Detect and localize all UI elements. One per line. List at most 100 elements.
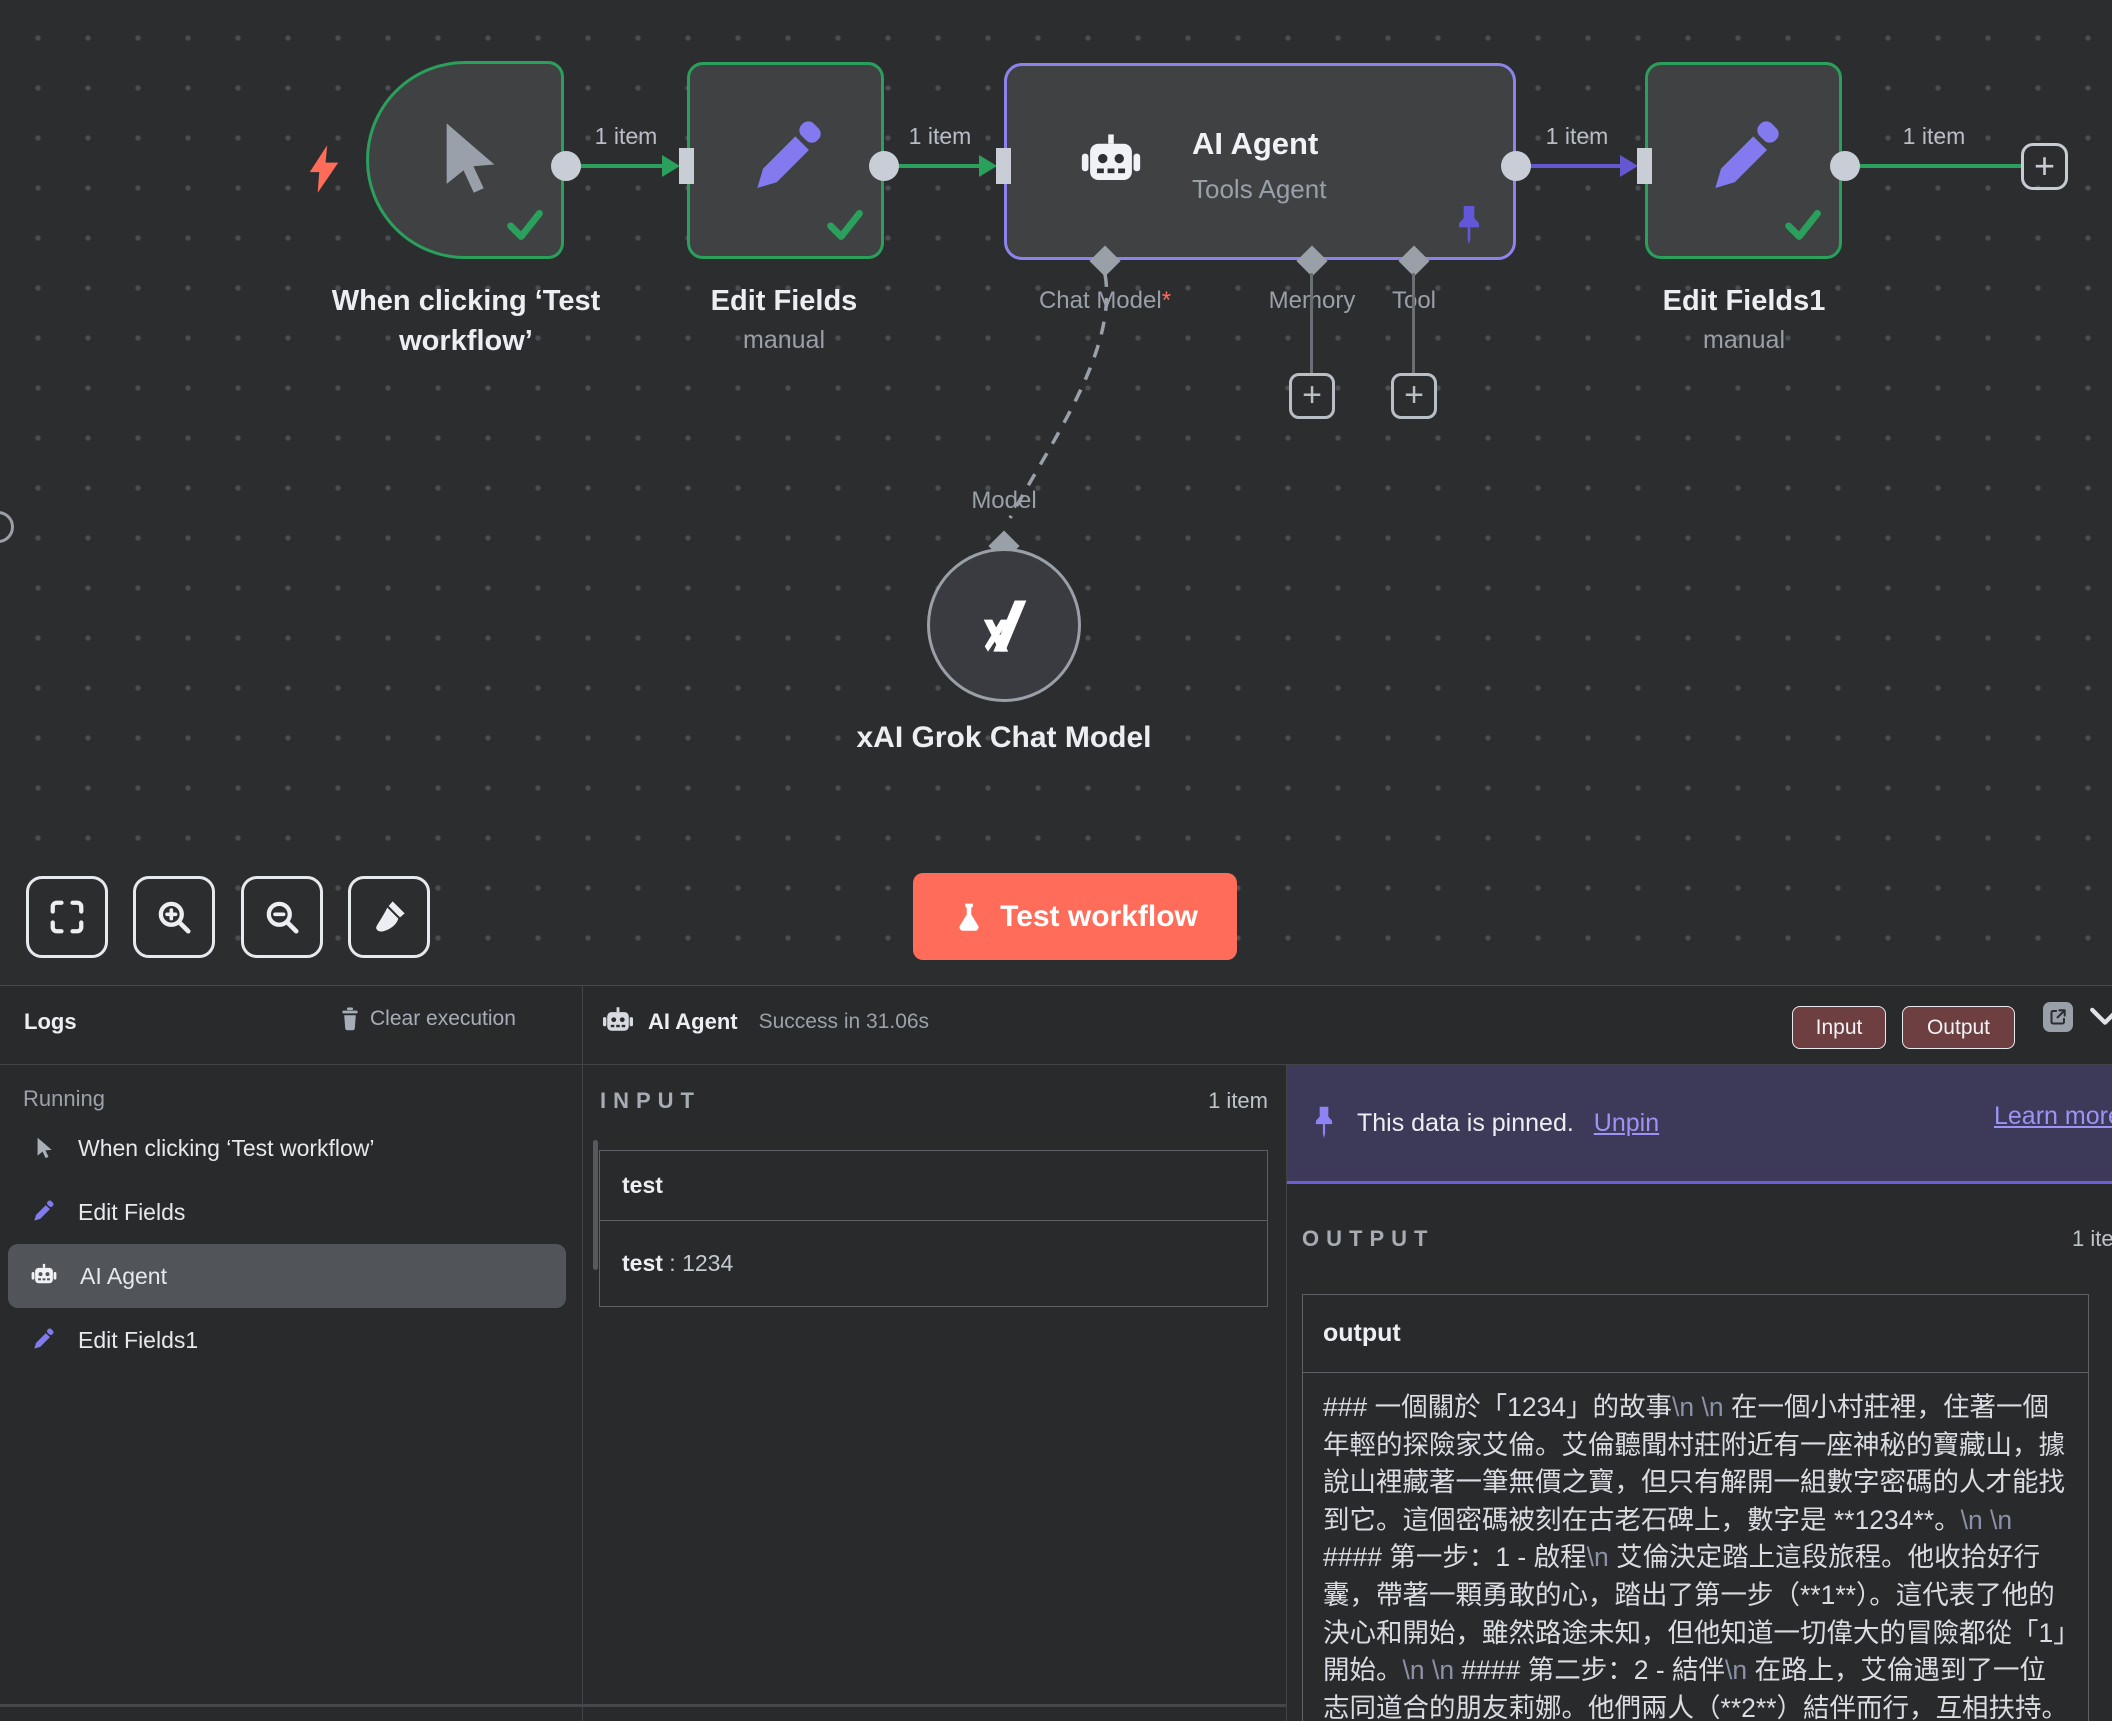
node-ai-agent-title: AI Agent xyxy=(1192,126,1319,161)
input-port xyxy=(1637,148,1652,184)
add-memory-button[interactable]: + xyxy=(1289,373,1335,419)
node-edit-fields[interactable] xyxy=(687,62,884,259)
pencil-icon xyxy=(34,1328,54,1349)
log-row-trigger[interactable]: When clicking ‘Test workflow’ xyxy=(8,1116,566,1180)
pin-icon xyxy=(1315,1106,1333,1139)
broom-icon xyxy=(376,901,405,932)
output-toggle-button[interactable]: Output xyxy=(1902,1006,2015,1049)
zoom-out-button[interactable] xyxy=(241,876,323,958)
chat-model-port-label: Chat Model* xyxy=(1038,287,1172,314)
connection-item-count: 1 item xyxy=(908,123,972,149)
running-status: Running xyxy=(23,1086,105,1111)
output-port[interactable] xyxy=(1501,151,1531,181)
connection-arrow-icon xyxy=(1620,155,1638,177)
trash-icon xyxy=(342,1007,358,1031)
node-xai-label: xAI Grok Chat Model xyxy=(856,721,1152,754)
fit-view-icon xyxy=(50,900,84,934)
log-row-label: When clicking ‘Test workflow’ xyxy=(78,1134,375,1161)
logs-title: Logs xyxy=(24,1009,77,1034)
connection-item-count: 1 item xyxy=(1545,123,1609,149)
connection-editfields-aiagent[interactable] xyxy=(884,164,989,168)
scrollbar-thumb[interactable] xyxy=(593,1140,598,1270)
input-table: test test : 1234 xyxy=(599,1150,1268,1307)
offscreen-node-handle xyxy=(0,511,14,543)
xai-logo-icon xyxy=(983,600,1027,652)
trigger-bolt-icon xyxy=(309,145,339,193)
panel-divider[interactable] xyxy=(1286,1065,1287,1721)
connection-editfields1-plus[interactable] xyxy=(1845,164,2023,168)
robot-icon xyxy=(1081,134,1141,181)
unpin-link[interactable]: Unpin xyxy=(1593,1108,1660,1137)
test-workflow-button[interactable]: Test workflow xyxy=(913,873,1237,960)
pencil-icon xyxy=(34,1200,54,1221)
connection-arrow-icon xyxy=(979,155,997,177)
output-port[interactable] xyxy=(551,151,581,181)
pencil-icon xyxy=(1714,120,1779,188)
input-section-title: INPUT xyxy=(600,1088,701,1113)
required-asterisk: * xyxy=(1161,287,1172,314)
input-table-row[interactable]: test : 1234 xyxy=(600,1221,1267,1306)
node-xai-grok-chat-model[interactable] xyxy=(927,548,1081,702)
success-check-icon xyxy=(1785,210,1821,240)
cursor-icon xyxy=(37,1137,52,1159)
model-port-label: Model xyxy=(971,487,1037,514)
open-in-new-button[interactable] xyxy=(2043,1002,2073,1032)
node-edit-fields-label: Edit Fields xyxy=(710,285,858,317)
output-port[interactable] xyxy=(1830,151,1860,181)
node-trigger[interactable] xyxy=(366,61,564,259)
log-row-edit-fields1[interactable]: Edit Fields1 xyxy=(8,1308,566,1372)
flask-icon xyxy=(959,903,979,931)
header-node-name: AI Agent xyxy=(648,1009,738,1034)
connection-item-count: 1 item xyxy=(594,123,658,149)
input-port xyxy=(996,148,1011,184)
success-check-icon xyxy=(507,210,543,240)
node-ai-agent-subtitle: Tools Agent xyxy=(1192,174,1327,204)
node-edit-fields1[interactable] xyxy=(1645,62,1842,259)
input-table-header[interactable]: test xyxy=(600,1151,1267,1221)
output-item-count: 1 item xyxy=(2072,1226,2112,1251)
header-node-status: AI Agent Success in 31.06s xyxy=(601,1005,929,1039)
node-ai-agent[interactable]: AI Agent Tools Agent xyxy=(1004,63,1516,260)
connection-arrow-icon xyxy=(662,155,680,177)
cursor-icon xyxy=(446,123,495,193)
log-row-ai-agent[interactable]: AI Agent xyxy=(8,1244,566,1308)
output-table-header[interactable]: output xyxy=(1303,1295,2088,1373)
external-link-icon xyxy=(2050,1009,2066,1025)
node-trigger-label: When clicking ‘Test workflow’ xyxy=(331,285,601,357)
clear-execution-button[interactable]: Clear execution xyxy=(338,1006,516,1032)
connection-aiagent-editfields1[interactable] xyxy=(1516,164,1630,168)
connection-item-count: 1 item xyxy=(1902,123,1966,149)
robot-icon xyxy=(602,1007,634,1031)
logs-panel: Logs Clear execution AI Agent Success in… xyxy=(0,985,2112,1721)
zoom-in-button[interactable] xyxy=(133,876,215,958)
log-row-label: Edit Fields1 xyxy=(78,1326,199,1353)
node-edit-fields1-sub: manual xyxy=(1703,326,1785,354)
log-row-label: AI Agent xyxy=(80,1262,167,1289)
panel-divider[interactable] xyxy=(582,986,583,1721)
panel-bottom-divider xyxy=(0,1704,1286,1707)
chevron-down-icon[interactable] xyxy=(2088,1004,2112,1030)
tidy-up-button[interactable] xyxy=(348,876,430,958)
clear-execution-label: Clear execution xyxy=(370,1007,516,1030)
fit-view-button[interactable] xyxy=(26,876,108,958)
add-node-button[interactable]: + xyxy=(2021,143,2068,190)
pinned-banner-text: This data is pinned. xyxy=(1357,1108,1574,1137)
add-tool-button[interactable]: + xyxy=(1391,373,1437,419)
input-toggle-button[interactable]: Input xyxy=(1792,1006,1886,1049)
learn-more-link[interactable]: Learn more xyxy=(1994,1102,2112,1130)
zoom-out-icon xyxy=(266,901,299,934)
workflow-canvas[interactable]: 1 item 1 item 1 item 1 item When clickin… xyxy=(0,0,2112,985)
output-table: output ### 一個關於「1234」的故事\n \n 在一個小村莊裡，住著… xyxy=(1302,1294,2089,1721)
output-port[interactable] xyxy=(869,151,899,181)
memory-port-stem xyxy=(1310,273,1313,373)
robot-icon xyxy=(31,1263,57,1284)
log-row-edit-fields[interactable]: Edit Fields xyxy=(8,1180,566,1244)
logs-header xyxy=(0,986,2112,1065)
pencil-icon xyxy=(756,120,821,188)
input-row-value: 1234 xyxy=(682,1250,734,1276)
tool-port-stem xyxy=(1412,273,1415,373)
log-row-label: Edit Fields xyxy=(78,1198,186,1225)
input-item-count: 1 item xyxy=(1208,1088,1268,1113)
connection-trigger-editfields[interactable] xyxy=(566,164,672,168)
output-text[interactable]: ### 一個關於「1234」的故事\n \n 在一個小村莊裡，住著一個年輕的探險… xyxy=(1323,1392,2068,1721)
